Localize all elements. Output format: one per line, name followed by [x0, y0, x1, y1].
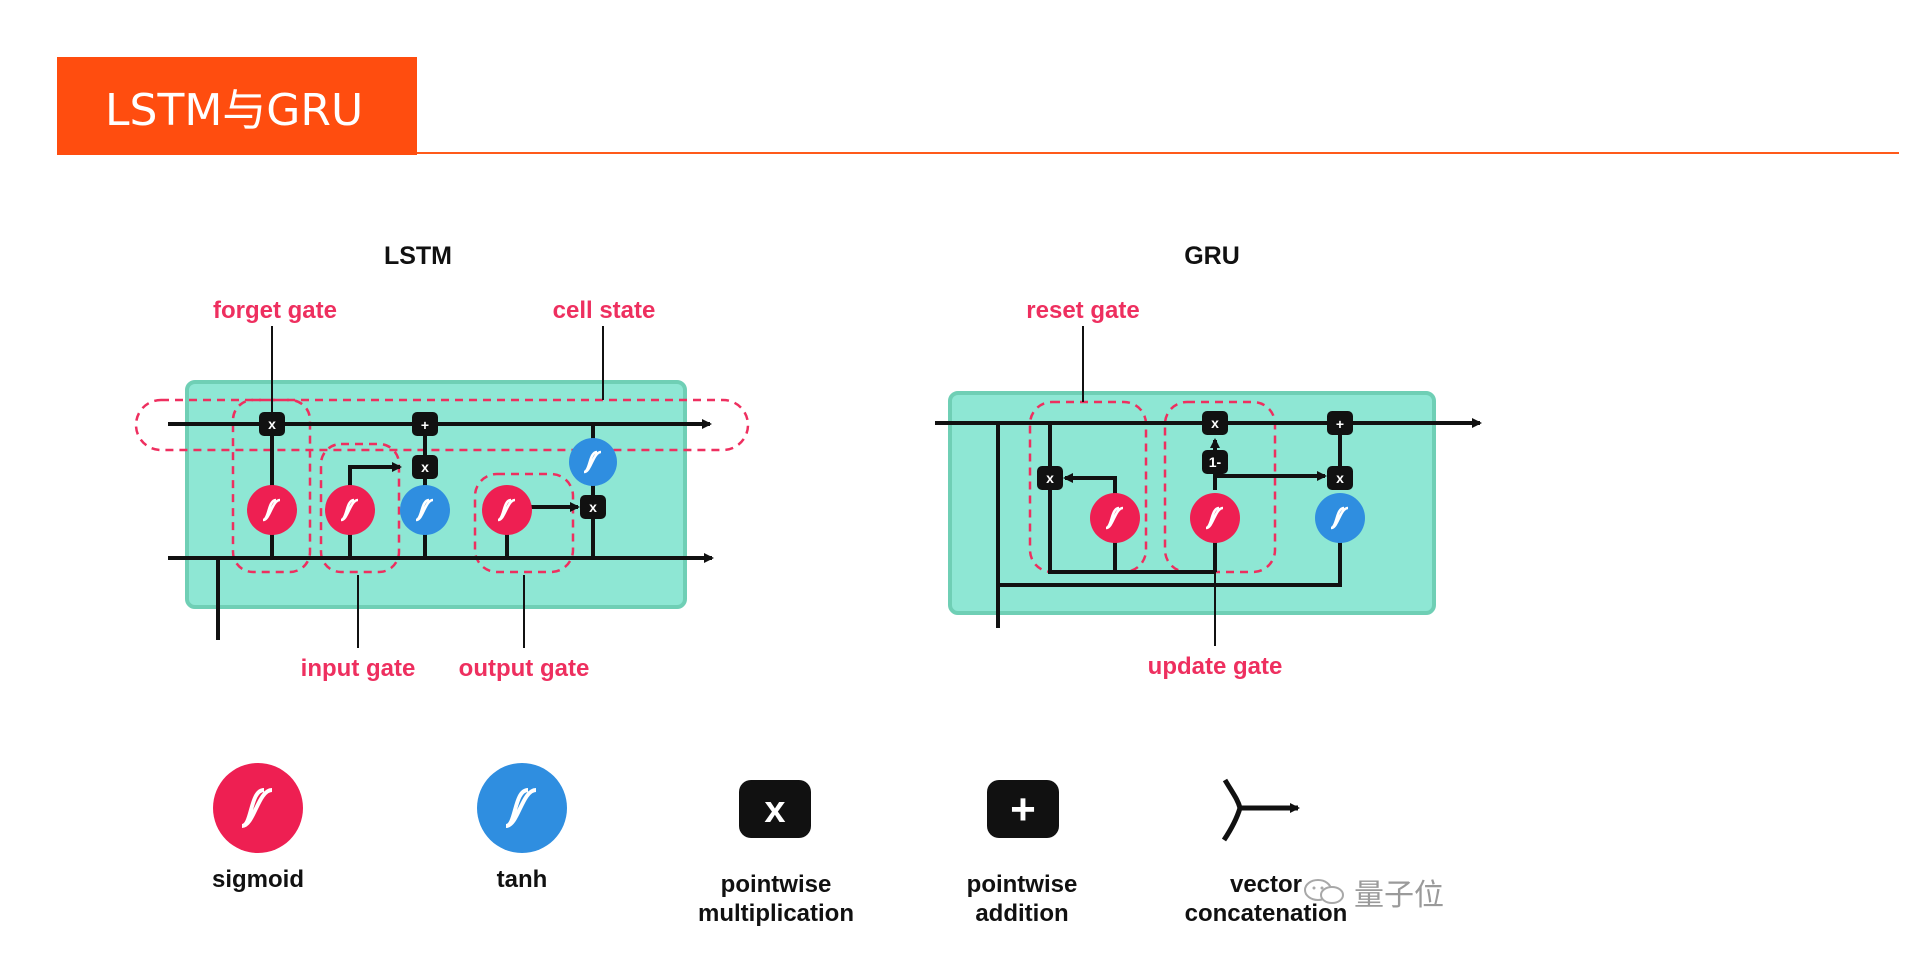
svg-text:1-: 1- — [1209, 454, 1222, 470]
multiply-icon: x — [580, 495, 606, 519]
add-icon: + — [987, 780, 1059, 838]
page-title: LSTM与GRU — [57, 57, 417, 155]
sigmoid-icon — [1090, 493, 1140, 543]
sigmoid-icon — [325, 485, 375, 535]
input-to-mult — [348, 462, 402, 472]
multiply-icon: x — [1327, 466, 1353, 490]
one-minus-icon: 1- — [1202, 450, 1228, 474]
lstm-title: LSTM — [384, 242, 452, 270]
reset-gate-label: reset gate — [1026, 297, 1139, 324]
output-gate-label: output gate — [459, 655, 590, 682]
tanh-icon — [569, 438, 617, 486]
reset-to-mult — [1063, 473, 1117, 500]
legend-add-label-2: addition — [975, 900, 1068, 927]
svg-text:x: x — [1046, 470, 1054, 486]
output-gate-outline — [473, 472, 575, 574]
sigmoid-icon — [213, 763, 303, 853]
legend-tanh-label: tanh — [497, 866, 548, 893]
multiply-icon: x — [1202, 411, 1228, 435]
svg-text:+: + — [1010, 785, 1036, 834]
svg-text:+: + — [1336, 416, 1344, 432]
add-icon: + — [412, 412, 438, 436]
legend-mult-label-2: multiplication — [698, 900, 854, 927]
watermark-text: 量子位 — [1354, 878, 1444, 913]
sigmoid-icon — [482, 485, 532, 535]
multiply-icon: x — [259, 412, 285, 436]
multiply-icon: x — [1037, 466, 1063, 490]
forget-gate-label: forget gate — [213, 297, 337, 324]
svg-text:x: x — [1211, 415, 1219, 431]
gru-cell-box — [948, 391, 1436, 615]
add-icon: + — [1327, 411, 1353, 435]
sigmoid-icon — [247, 485, 297, 535]
reset-gate-outline — [1028, 400, 1148, 574]
legend-sigmoid-label: sigmoid — [212, 866, 304, 893]
page-title-text: LSTM与GRU — [105, 85, 364, 136]
legend-concat-label-2: concatenation — [1185, 900, 1348, 927]
concat-icon — [1221, 778, 1300, 842]
update-gate-label: update gate — [1148, 653, 1283, 680]
svg-text:+: + — [421, 417, 429, 433]
legend-add-label-1: pointwise — [967, 871, 1078, 898]
gru-title: GRU — [1184, 242, 1240, 270]
svg-text:x: x — [268, 416, 276, 432]
legend-mult-label-1: pointwise — [721, 871, 832, 898]
svg-text:x: x — [764, 789, 785, 831]
tanh-icon — [400, 485, 450, 535]
svg-text:x: x — [1336, 470, 1344, 486]
svg-text:x: x — [421, 459, 429, 475]
lstm-cell: x + x x — [134, 297, 750, 682]
cell-state-label: cell state — [553, 297, 656, 324]
legend-concat-label-1: vector — [1230, 871, 1302, 898]
tanh-icon — [477, 763, 567, 853]
multiply-icon: x — [739, 780, 811, 838]
cell-state-outline — [134, 398, 750, 452]
gru-cell: x x 1- + x reset gate — [935, 297, 1482, 680]
multiply-icon: x — [412, 455, 438, 479]
update-gate-outline — [1163, 400, 1277, 574]
header-divider — [417, 152, 1899, 154]
input-gate-outline — [319, 442, 401, 574]
tanh-icon — [1315, 493, 1365, 543]
svg-text:x: x — [589, 499, 597, 515]
gru-bottom-loop — [998, 530, 1342, 587]
wechat-icon — [1304, 879, 1344, 904]
watermark: 量子位 — [1302, 872, 1472, 913]
legend: sigmoid tanh x pointwise multiplication … — [212, 763, 1347, 927]
sigmoid-icon — [1190, 493, 1240, 543]
input-gate-label: input gate — [301, 655, 416, 682]
